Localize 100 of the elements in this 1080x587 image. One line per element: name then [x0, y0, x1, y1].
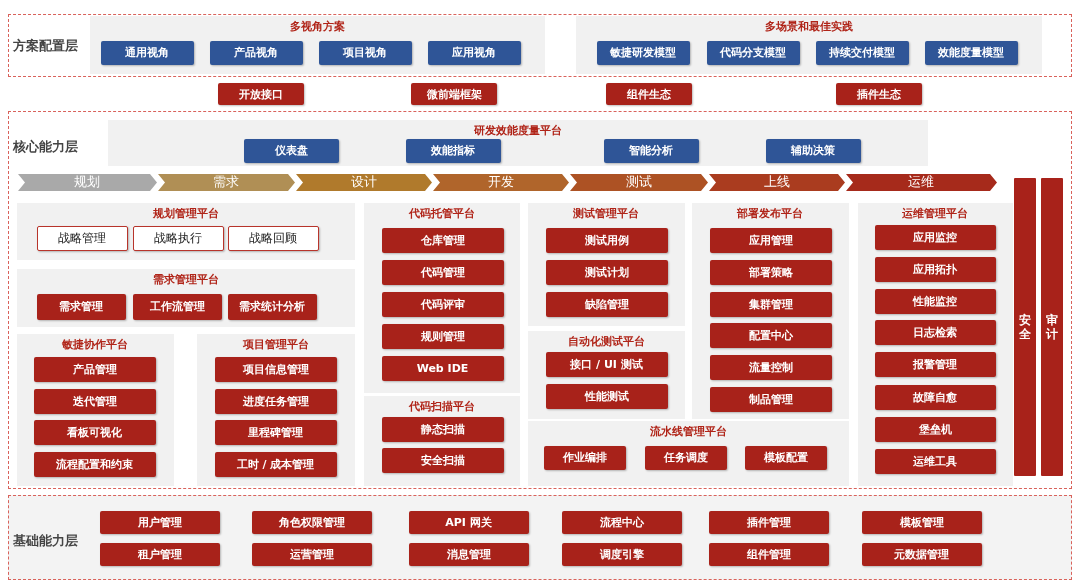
module-tag: 插件生态 — [836, 83, 922, 105]
module-tag: 故障自愈 — [874, 384, 996, 410]
panel-title: 研发效能度量平台 — [472, 122, 563, 138]
module-tag: 应用拓扑 — [874, 256, 996, 282]
view-tag: 持续交付模型 — [815, 40, 909, 65]
module-tag: 流量控制 — [709, 354, 832, 380]
module-tag: 部署策略 — [709, 259, 832, 285]
layer-frame — [8, 111, 1072, 489]
layer-frame — [8, 495, 1072, 580]
panel-title: 多场景和最佳实践 — [763, 18, 854, 34]
module-tag: 仓库管理 — [381, 227, 504, 253]
stage-label: 设计 — [295, 173, 432, 191]
module-tag: 战略执行 — [132, 225, 224, 251]
platform-panel — [16, 268, 355, 327]
module-tag: 性能测试 — [545, 383, 668, 409]
view-tag: 辅助决策 — [765, 138, 861, 163]
module-tag: 项目信息管理 — [214, 356, 337, 382]
module-tag: 配置中心 — [709, 322, 832, 348]
view-tag: 智能分析 — [603, 138, 699, 163]
platform-panel — [363, 395, 520, 486]
module-tag: 消息管理 — [408, 542, 529, 566]
module-tag: 缺陷管理 — [545, 291, 668, 317]
module-tag: 模板配置 — [744, 445, 827, 470]
module-tag: 规则管理 — [381, 323, 504, 349]
module-tag: 制品管理 — [709, 386, 832, 412]
panel-title: 代码托管平台 — [407, 205, 476, 221]
module-tag: 进度任务管理 — [214, 388, 337, 414]
module-tag: 微前端框架 — [411, 83, 497, 105]
module-tag: 插件管理 — [708, 510, 829, 534]
module-tag: 任务调度 — [644, 445, 727, 470]
module-tag: 集群管理 — [709, 291, 832, 317]
stage-label: 运维 — [845, 173, 997, 191]
module-tag: 组件生态 — [606, 83, 692, 105]
platform-panel — [527, 330, 685, 419]
module-tag: 安全扫描 — [381, 447, 504, 473]
module-tag: 租户管理 — [99, 542, 220, 566]
stage-label: 开发 — [432, 173, 569, 191]
stage-label: 规划 — [17, 173, 157, 191]
module-tag: 报警管理 — [874, 351, 996, 377]
panel-title: 项目管理平台 — [241, 336, 310, 352]
module-tag: 应用监控 — [874, 224, 996, 250]
panel-title: 运维管理平台 — [901, 205, 969, 221]
view-tag: 敏捷研发模型 — [596, 40, 690, 65]
platform-panel — [196, 333, 355, 486]
module-tag: 需求统计分析 — [227, 293, 317, 320]
platform-panel — [527, 420, 849, 486]
module-tag: 代码评审 — [381, 291, 504, 317]
layer-title: 方案配置层 — [13, 37, 78, 55]
view-tag: 应用视角 — [427, 40, 521, 65]
module-tag: 需求管理 — [36, 293, 126, 320]
platform-panel — [107, 119, 928, 166]
module-tag: 应用管理 — [709, 227, 832, 253]
module-tag: 模板管理 — [861, 510, 982, 534]
module-tag: 工作流管理 — [132, 293, 222, 320]
module-tag: 日志检索 — [874, 319, 996, 345]
module-tag: 战略回顾 — [227, 225, 319, 251]
platform-panel — [89, 15, 545, 74]
platform-panel — [575, 15, 1042, 74]
module-tag: 流程中心 — [561, 510, 682, 534]
view-tag: 项目视角 — [318, 40, 412, 65]
view-tag: 代码分支模型 — [706, 40, 800, 65]
module-tag: 看板可视化 — [33, 419, 156, 445]
module-tag: 静态扫描 — [381, 416, 504, 442]
platform-panel — [363, 202, 520, 393]
module-tag: 运营管理 — [251, 542, 372, 566]
module-tag: 角色权限管理 — [251, 510, 372, 534]
module-tag: 开放接口 — [218, 83, 304, 105]
module-tag: 工时 / 成本管理 — [214, 451, 337, 477]
module-tag: 运维工具 — [874, 448, 996, 474]
layer-title: 核心能力层 — [13, 138, 78, 156]
module-tag: 调度引擎 — [561, 542, 682, 566]
platform-panel — [16, 202, 355, 260]
module-tag: 测试计划 — [545, 259, 668, 285]
module-tag: 战略管理 — [36, 225, 128, 251]
panel-title: 测试管理平台 — [572, 205, 640, 221]
module-tag: 接口 / UI 测试 — [545, 351, 668, 377]
view-tag: 仪表盘 — [243, 138, 339, 163]
module-tag: 作业编排 — [543, 445, 626, 470]
stage-label: 需求 — [157, 173, 295, 191]
module-tag: Web IDE — [381, 355, 504, 381]
stage-label: 上线 — [708, 173, 845, 191]
module-tag: 流程配置和约束 — [33, 451, 156, 477]
platform-panel — [16, 333, 174, 486]
panel-title: 部署发布平台 — [736, 205, 804, 221]
panel-title: 需求管理平台 — [151, 271, 220, 287]
panel-title: 多视角方案 — [288, 18, 346, 34]
module-tag: 里程碑管理 — [214, 419, 337, 445]
module-tag: 组件管理 — [708, 542, 829, 566]
panel-title: 敏捷协作平台 — [61, 336, 129, 352]
layer-frame — [8, 14, 1072, 77]
panel-title: 规划管理平台 — [151, 205, 220, 221]
side-bar: 审计 — [1040, 177, 1063, 476]
module-tag: 堡垒机 — [874, 416, 996, 442]
panel-title: 流水线管理平台 — [648, 423, 728, 439]
platform-panel — [691, 202, 849, 419]
module-tag: 元数据管理 — [861, 542, 982, 566]
platform-panel — [527, 202, 685, 326]
view-tag: 通用视角 — [100, 40, 194, 65]
module-tag: 代码管理 — [381, 259, 504, 285]
side-bar: 安全 — [1013, 177, 1036, 476]
